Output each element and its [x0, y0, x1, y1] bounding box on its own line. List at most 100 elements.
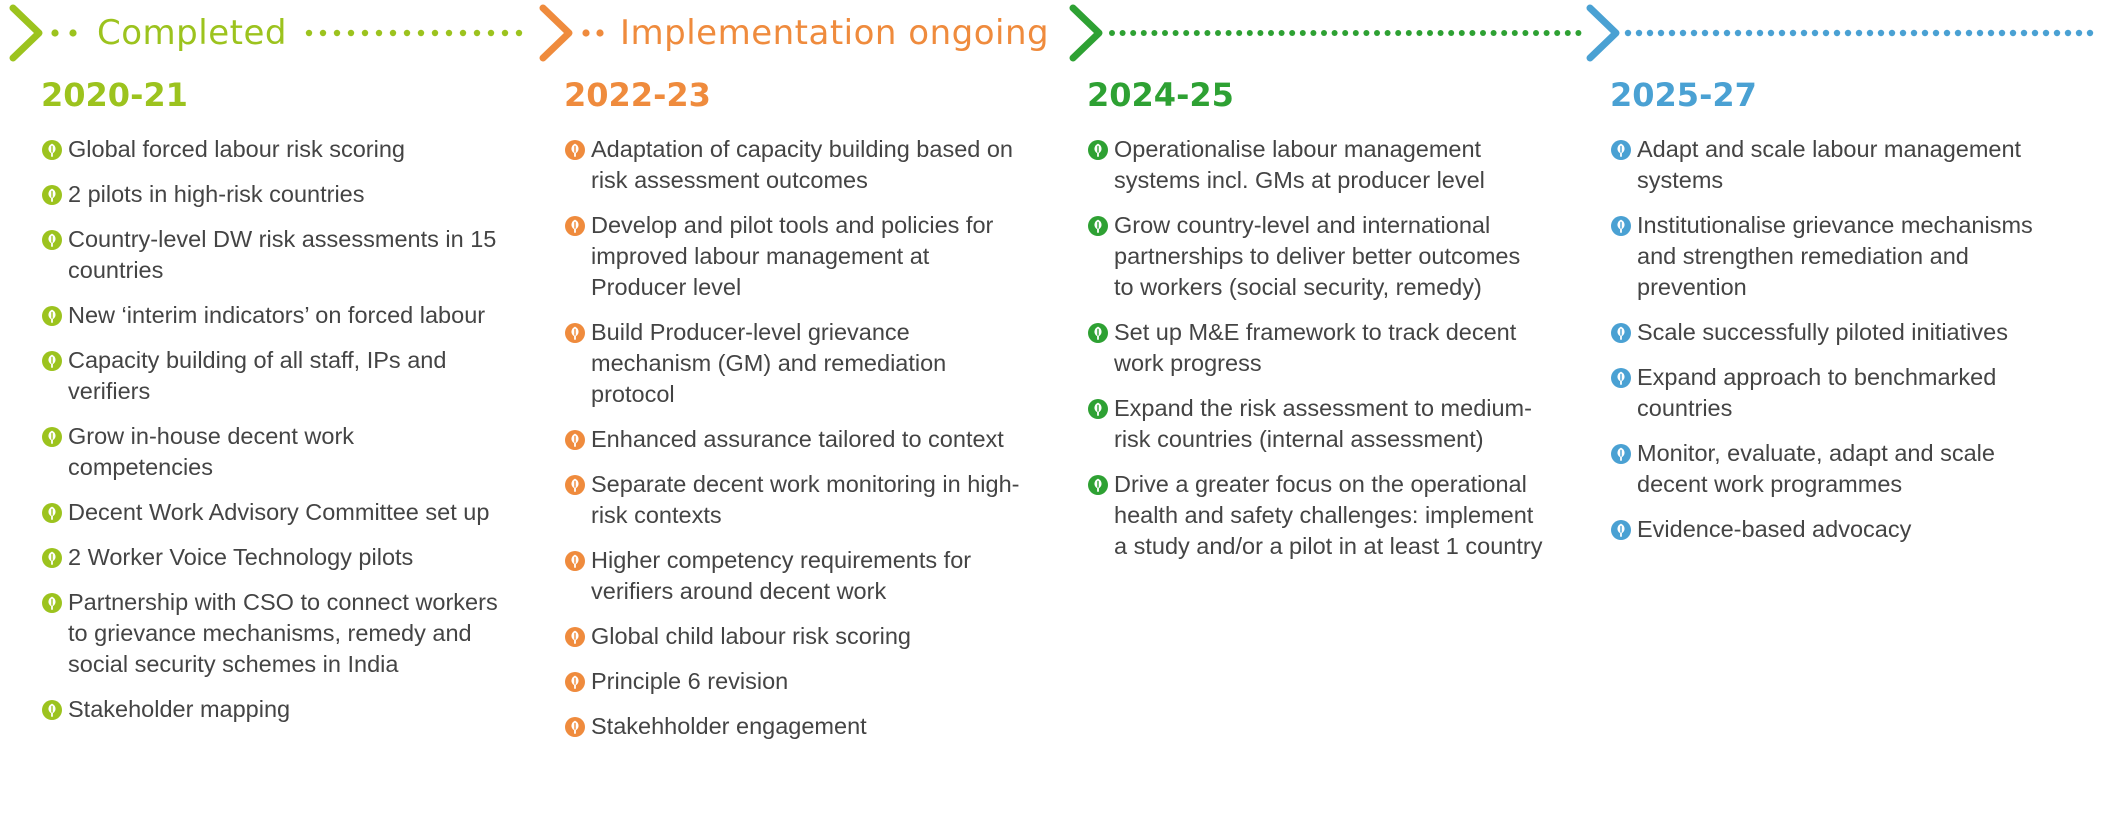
list-item: 2 Worker Voice Technology pilots [29, 542, 499, 573]
timeline-dot [1289, 30, 1296, 36]
timeline-dot [1734, 29, 1742, 37]
timeline-dot [375, 29, 383, 37]
column-2024-25: 2024-25 Operationalise labour management… [1075, 72, 1545, 576]
list-item: 2 pilots in high-risk countries [29, 179, 499, 210]
leaf-bullet-icon [565, 430, 585, 450]
timeline-dot [1921, 29, 1929, 37]
timeline-dot [333, 29, 341, 37]
list-item-text: 2 pilots in high-risk countries [68, 181, 365, 207]
list-item: Set up M&E framework to track decent wor… [1075, 317, 1545, 379]
leaf-bullet-icon [565, 551, 585, 571]
timeline-dot [1932, 29, 1940, 37]
timeline-dot [1564, 30, 1571, 36]
leaf-bullet-icon [42, 593, 62, 613]
timeline-dot [1855, 29, 1863, 37]
list-item-text: Enhanced assurance tailored to context [591, 426, 1004, 452]
timeline-dot [1469, 30, 1476, 36]
timeline-dot [1690, 29, 1698, 37]
timeline-dot [1331, 30, 1338, 36]
list-item: Enhanced assurance tailored to context [552, 424, 1022, 455]
timeline-dot [319, 29, 327, 37]
timeline-dot [1448, 30, 1455, 36]
timeline-dot [2086, 29, 2094, 37]
column-item-list: Operationalise labour management systems… [1075, 134, 1545, 562]
timeline-dot [1437, 30, 1444, 36]
phase-label-completed: Completed [97, 13, 287, 53]
list-item-text: 2 Worker Voice Technology pilots [68, 544, 414, 570]
timeline-dot [1490, 30, 1497, 36]
list-item-text: Scale successfully piloted initiatives [1637, 319, 2008, 345]
timeline-dot [1789, 29, 1797, 37]
chevron-right-icon [539, 4, 573, 62]
column-year: 2022-23 [564, 76, 711, 114]
list-item-text: Adapt and scale labour management system… [1637, 136, 2022, 193]
timeline-dot [69, 29, 77, 37]
timeline-dot [1723, 29, 1731, 37]
list-item: Adaptation of capacity building based on… [552, 134, 1022, 196]
list-item: Capacity building of all staff, IPs and … [29, 345, 499, 407]
timeline-header: Completed Implementation ongoing [0, 0, 2113, 70]
leaf-bullet-icon [42, 427, 62, 447]
list-item-text: Stakeholder mapping [68, 696, 291, 722]
timeline-dot [1624, 29, 1632, 37]
timeline-dot [1866, 29, 1874, 37]
list-item: Monitor, evaluate, adapt and scale decen… [1598, 438, 2068, 500]
leaf-bullet-icon [1088, 216, 1108, 236]
timeline-dot [2020, 29, 2028, 37]
leaf-bullet-icon [42, 548, 62, 568]
timeline-dot [1899, 29, 1907, 37]
leaf-bullet-icon [565, 717, 585, 737]
timeline-dot [1352, 30, 1359, 36]
timeline-dot [1811, 29, 1819, 37]
list-item-text: Stakehholder engagement [591, 713, 867, 739]
timeline-dot [2042, 29, 2050, 37]
timeline-dot [347, 29, 355, 37]
list-item-text: Higher competency requirements for verif… [591, 547, 972, 604]
list-item: Separate decent work monitoring in high-… [552, 469, 1022, 531]
timeline-dot [417, 29, 425, 37]
timeline-dot [1172, 30, 1179, 36]
timeline-dot [1635, 29, 1643, 37]
timeline-dot [1877, 29, 1885, 37]
timeline-dot [1321, 30, 1327, 36]
list-item: Grow in-house decent work competencies [29, 421, 499, 483]
timeline-dot [515, 29, 523, 37]
list-item: Develop and pilot tools and policies for… [552, 210, 1022, 303]
list-item-text: Set up M&E framework to track decent wor… [1114, 319, 1517, 376]
timeline-dot [1657, 29, 1665, 37]
timeline-dot [1554, 30, 1561, 36]
timeline-dot [1215, 30, 1221, 36]
list-item: Operationalise labour management systems… [1075, 134, 1545, 196]
leaf-bullet-icon [1611, 520, 1631, 540]
timeline-dot [1575, 30, 1582, 36]
column-item-list: Adapt and scale labour management system… [1598, 134, 2068, 545]
list-item-text: Monitor, evaluate, adapt and scale decen… [1637, 440, 1995, 497]
timeline-dot [1668, 29, 1676, 37]
leaf-bullet-icon [565, 475, 585, 495]
list-item-text: Principle 6 revision [591, 668, 789, 694]
timeline-dot [1109, 30, 1115, 36]
list-item: Principle 6 revision [552, 666, 1022, 697]
timeline-dot [1965, 29, 1973, 37]
timeline-dot [1679, 29, 1687, 37]
timeline-dot [459, 29, 467, 37]
timeline-dot [1246, 30, 1253, 36]
timeline-dot [2053, 29, 2061, 37]
chevron-right-icon [1586, 4, 1620, 62]
list-item-text: Develop and pilot tools and policies for… [591, 212, 994, 300]
leaf-bullet-icon [1088, 323, 1108, 343]
leaf-bullet-icon [1088, 399, 1108, 419]
timeline-dot [51, 29, 59, 37]
timeline-dot [1844, 29, 1852, 37]
timeline-dot [1257, 30, 1264, 36]
list-item: Scale successfully piloted initiatives [1598, 317, 2068, 348]
timeline-dot [1888, 29, 1896, 37]
list-item-text: Global child labour risk scoring [591, 623, 912, 649]
list-item-text: Partnership with CSO to connect workers … [68, 589, 498, 677]
chevron-right-icon [1069, 4, 1103, 62]
list-item: Higher competency requirements for verif… [552, 545, 1022, 607]
list-item: Expand approach to benchmarked countries [1598, 362, 2068, 424]
list-item-text: Drive a greater focus on the operational… [1114, 471, 1543, 559]
timeline-dot [2075, 29, 2083, 37]
